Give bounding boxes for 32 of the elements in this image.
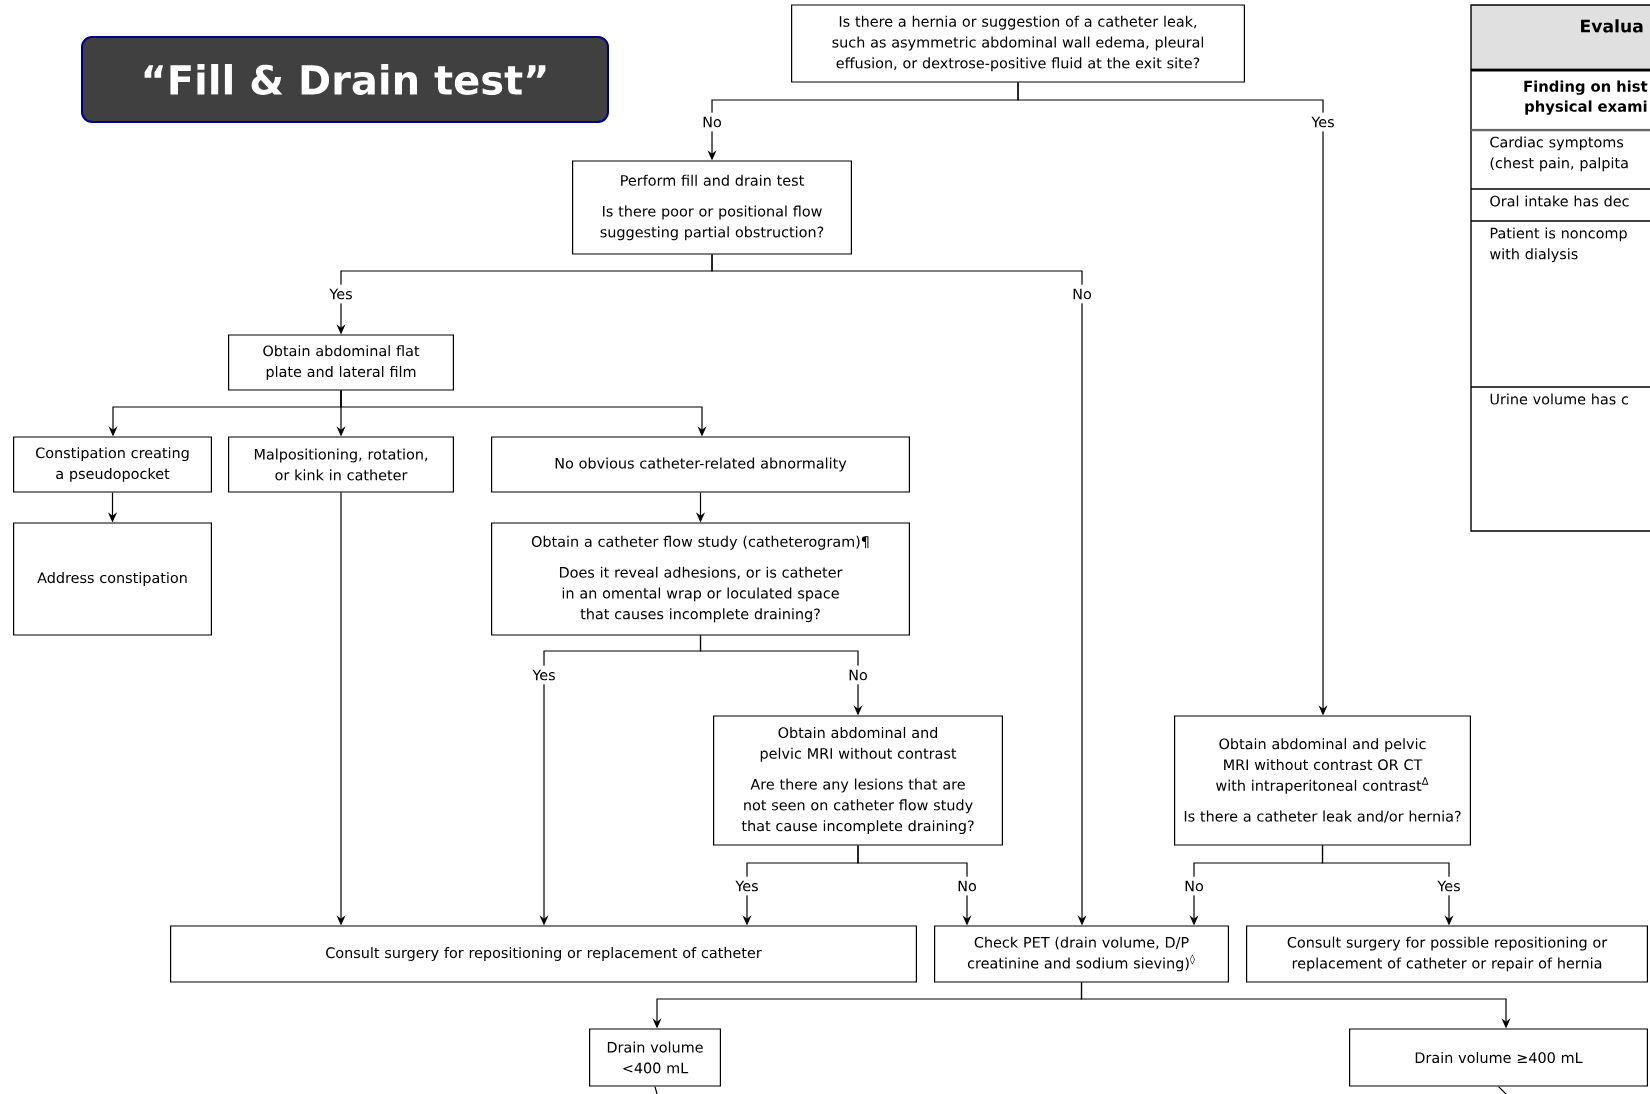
process-box: Drain volume ≥400 mL <box>1349 1028 1648 1087</box>
table-cell-text: Oral intake has dec <box>1490 195 1629 207</box>
table-cell-text: Cardiac symptoms (chest pain, palpita <box>1490 136 1628 172</box>
edge-label: No <box>846 665 870 685</box>
edge-label: No <box>700 112 724 132</box>
edge-label: Yes <box>1435 876 1463 896</box>
edge-label: No <box>1182 876 1206 896</box>
edge-label: Yes <box>530 665 558 685</box>
table-cell-text: Urine volume has c <box>1490 393 1629 405</box>
edge-label: Yes <box>327 284 355 304</box>
edge-label: No <box>1070 284 1094 304</box>
process-box: Obtain abdominal flat plate and lateral film <box>228 334 454 391</box>
process-box: Obtain abdominal and pelvic MRI without contrast Are there any lesions that are not seen on catheter flow study that cause incomplete draining? <box>713 715 1003 846</box>
column-header: Finding on hist physical exami <box>1524 80 1648 115</box>
title-banner: “Fill & Drain test” <box>81 36 609 123</box>
table-header: Evalua <box>1471 5 1650 70</box>
process-box: Is there a hernia or suggestion of a catheter leak, such as asymmetric abdominal wall edema, pleural effusion, or dextrose-positive fluid at the exit site? <box>791 4 1245 83</box>
process-box: Drain volume <400 mL <box>589 1028 721 1087</box>
edge-label: Yes <box>733 876 761 896</box>
process-box: Consult surgery for repositioning or replacement of catheter <box>170 925 917 983</box>
process-box: Consult surgery for possible repositioning or replacement of catheter or repair of hernia <box>1246 925 1648 983</box>
process-box: Malpositioning, rotation, or kink in catheter <box>228 436 454 493</box>
table-cell-text: Patient is noncomp with dialysis <box>1490 227 1627 263</box>
process-box: Perform fill and drain test Is there poor or positional flow suggesting partial obstruction? <box>572 160 852 255</box>
process-box: Obtain a catheter flow study (catheterogram)¶ Does it reveal adhesions, or is catheter in an omental wrap or loculated space that causes incomplete draining? <box>491 522 910 636</box>
edge-label: No <box>955 876 979 896</box>
process-box: Address constipation <box>13 522 212 636</box>
process-box: Constipation creating a pseudopocket <box>13 436 212 493</box>
edge-label: Yes <box>1309 112 1337 132</box>
process-box: Check PET (drain volume, D/P creatinine and sodium sieving)$^{◊}$ <box>934 925 1229 983</box>
process-box: Obtain abdominal and pelvic MRI without contrast OR CT with intraperitoneal contrast$^{Δ}$ Is there a catheter leak and/or hernia? <box>1174 715 1471 846</box>
process-box: No obvious catheter-related abnormality <box>491 436 910 493</box>
